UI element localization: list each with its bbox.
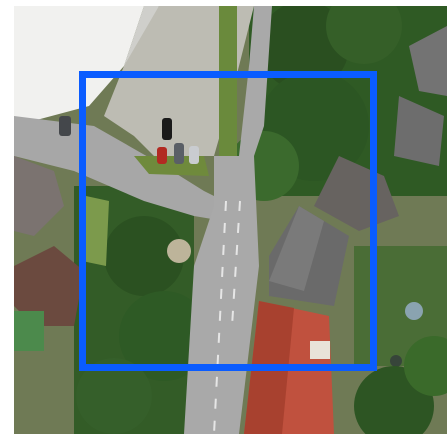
red-car xyxy=(157,147,167,164)
tree xyxy=(104,216,184,296)
tree xyxy=(119,291,209,381)
lane-marking xyxy=(213,200,227,434)
aerial-image-svg xyxy=(14,6,447,434)
tree xyxy=(404,336,447,396)
corner-house xyxy=(314,156,399,231)
parking-lot-grass-strip xyxy=(219,6,237,156)
silver-car xyxy=(189,146,199,164)
tree xyxy=(326,6,402,64)
grass-strip-west xyxy=(82,196,109,266)
tree xyxy=(76,358,152,434)
road-west-segment xyxy=(14,116,224,221)
black-car xyxy=(162,118,172,140)
dirt-patch xyxy=(167,239,191,263)
house-west-upper xyxy=(14,156,64,236)
gray-car xyxy=(174,143,184,164)
gray-roof-house-ridge xyxy=(269,206,324,291)
warehouse xyxy=(14,6,144,126)
house-north-east xyxy=(394,96,444,166)
parking-lot xyxy=(104,6,254,156)
garden-pool-small xyxy=(390,355,402,367)
red-roof-skylight xyxy=(310,341,330,359)
house-west-lower xyxy=(14,246,84,326)
road-upper-segment xyxy=(239,6,272,156)
small-green-roof xyxy=(14,311,44,351)
garden-pool xyxy=(405,302,423,320)
parked-car-west xyxy=(59,116,71,136)
aerial-image xyxy=(14,6,447,434)
house-far-north-east xyxy=(409,26,447,96)
